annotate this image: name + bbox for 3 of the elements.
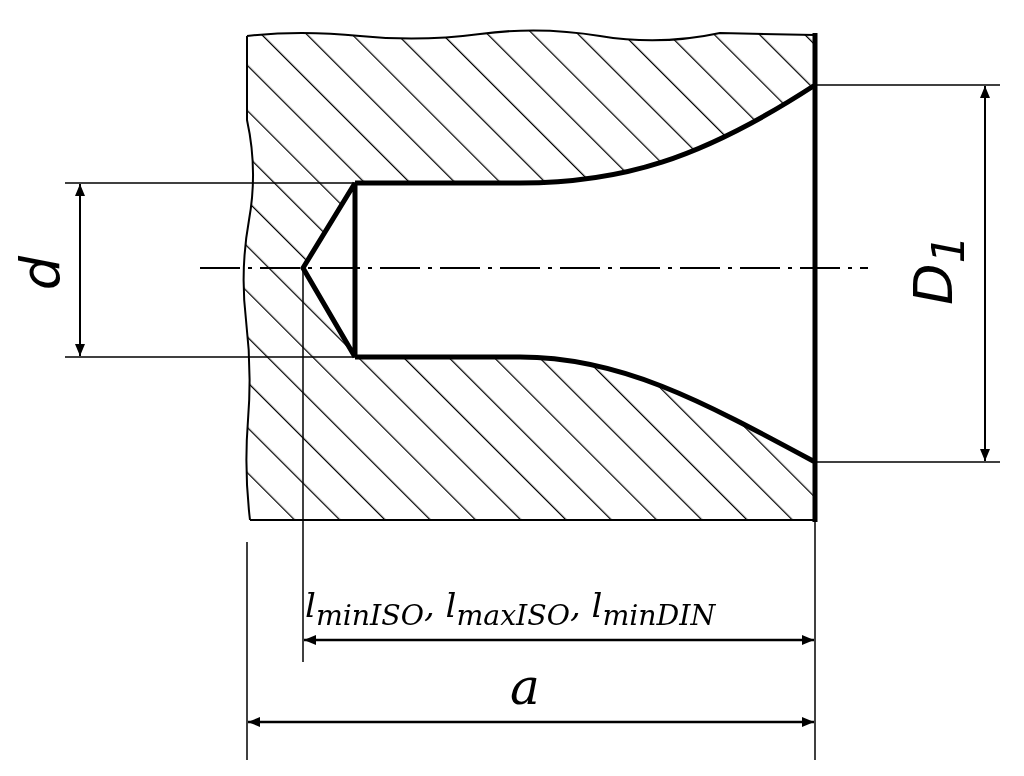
dimension-label: d	[14, 255, 69, 291]
dimension-label: a	[510, 662, 540, 712]
dimension-label: l$_{minISO}$, l$_{maxISO}$, l$_{minDIN}$	[305, 588, 716, 631]
